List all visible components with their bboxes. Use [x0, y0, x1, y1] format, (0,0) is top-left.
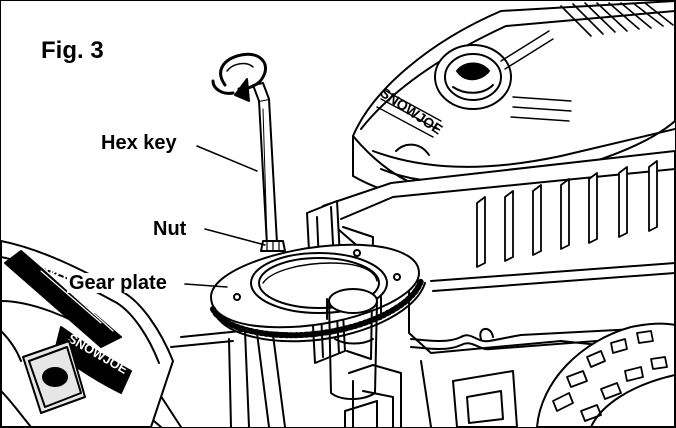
tire — [536, 322, 675, 427]
rotation-arrow-icon — [211, 52, 267, 102]
gear-motor — [326, 288, 382, 427]
nut — [260, 240, 286, 252]
leader-gear-plate — [184, 283, 228, 288]
vent-slots — [476, 160, 658, 268]
label-hex-key: Hex key — [101, 132, 177, 154]
leader-lines — [184, 145, 266, 288]
handle-control-panel: SNOWJOE SNOWJOE — [1, 240, 174, 427]
lower-bracket — [420, 360, 518, 427]
label-gear-plate: Gear plate — [67, 272, 169, 294]
figure-title: Fig. 3 — [41, 37, 104, 64]
leader-hex-key — [196, 145, 258, 172]
hex-key — [252, 82, 278, 246]
label-nut: Nut — [153, 218, 187, 240]
leader-nut — [204, 228, 266, 246]
